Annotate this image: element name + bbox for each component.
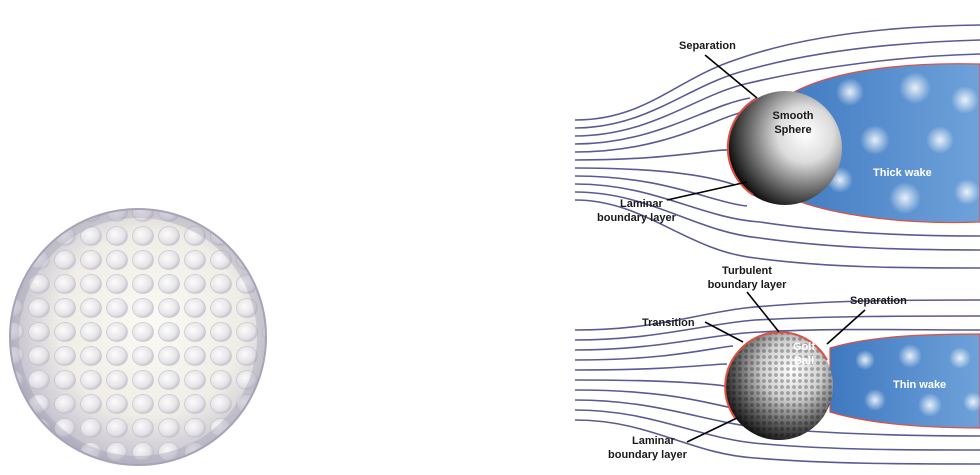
- laminar-label-bottom: Laminar: [632, 435, 676, 447]
- laminar-label-bottom-2: boundary layer: [608, 449, 688, 461]
- streamlines-bottom: [575, 299, 980, 465]
- laminar-boundary-layer-top: [726, 97, 758, 196]
- golf-ball-image: [9, 208, 267, 466]
- thin-wake-label: Thin wake: [893, 379, 946, 391]
- golf-ball-panel: Turbulent boundary layer Separation Tran…: [575, 265, 980, 465]
- airflow-comparison-diagram: Separation Smooth Sphere Thick wake Lami…: [575, 24, 980, 465]
- smooth-sphere: [728, 91, 842, 205]
- golf-ball-label-2: Ball: [794, 355, 814, 367]
- turbulent-boundary-layer: [737, 331, 828, 361]
- laminar-boundary-layer-bottom: [724, 351, 739, 419]
- separation-label-bottom: Separation: [850, 295, 907, 307]
- smooth-sphere-panel: Separation Smooth Sphere Thick wake Lami…: [575, 24, 980, 269]
- transition-label: Transition: [642, 317, 695, 329]
- smooth-sphere-label: Smooth: [773, 110, 814, 122]
- turbulent-label-2: boundary layer: [708, 279, 788, 291]
- thick-wake-label: Thick wake: [873, 167, 932, 179]
- golf-ball: [9, 208, 267, 466]
- streamlines-top: [575, 24, 980, 269]
- golf-ball-label: Golf: [793, 341, 815, 353]
- separation-label-top: Separation: [679, 40, 736, 52]
- laminar-label-top: Laminar: [620, 198, 664, 210]
- laminar-label-top-2: boundary layer: [597, 212, 677, 224]
- smooth-sphere-label-2: Sphere: [774, 124, 811, 136]
- turbulent-label: Turbulent: [722, 265, 772, 277]
